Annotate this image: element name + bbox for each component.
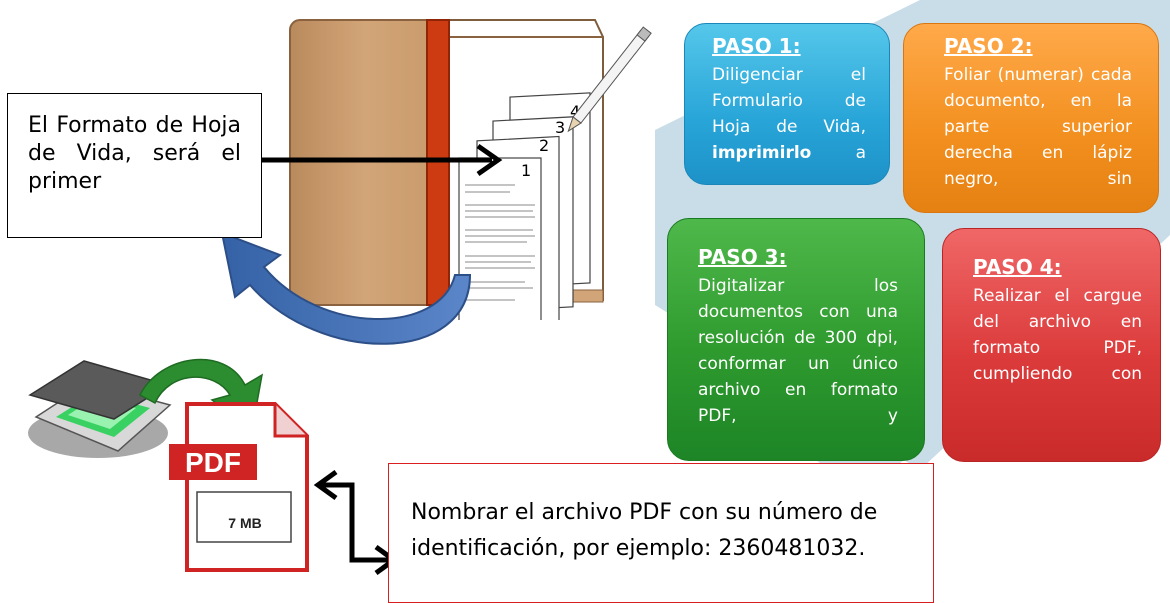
step-2-tile: PASO 2: Foliar (numerar) cada documento,… (903, 23, 1159, 213)
page-number-2: 2 (539, 136, 549, 155)
step-1-title: PASO 1: (712, 34, 801, 58)
step-3-title: PASO 3: (698, 245, 787, 269)
scanner-icon (28, 360, 172, 458)
step-3-body: Digitalizar los documentos con una resol… (698, 276, 898, 426)
format-callout-box: El Formato de Hoja de Vida, será el prim… (7, 93, 262, 238)
page-number-3: 3 (555, 118, 565, 137)
step-4-tile: PASO 4: Realizar el cargue del archivo e… (942, 228, 1161, 462)
filename-instruction-line-2: identificación, por ejemplo: 2360481032. (411, 536, 866, 561)
pdf-label: PDF (185, 447, 241, 478)
step-4-title: PASO 4: (973, 255, 1062, 279)
page-number-1: 1 (521, 161, 531, 180)
filename-instruction-box: Nombrar el archivo PDF con su número de … (388, 463, 934, 603)
step-1-tile: PASO 1: Diligenciar el Formulario de Hoj… (684, 23, 890, 185)
step-1-body: Diligenciar el Formulario de Hoja de Vid… (712, 65, 866, 163)
step-2-title: PASO 2: (944, 34, 1033, 58)
arrow-to-page (262, 143, 503, 177)
format-callout-text: El Formato de Hoja de Vida, será el prim… (28, 113, 241, 194)
step-3-tile: PASO 3: Digitalizar los documentos con u… (667, 218, 925, 461)
document-pages: 4 3 2 1 (458, 26, 652, 320)
step-2-body: Foliar (numerar) cada documento, en la p… (944, 65, 1132, 189)
pdf-file-icon: PDF (169, 402, 309, 572)
filename-instruction-line-1: Nombrar el archivo PDF con su número de (411, 500, 878, 525)
pdf-size-label: 7 MB (228, 515, 262, 531)
curved-return-arrow (220, 231, 472, 345)
step-4-body: Realizar el cargue del archivo en format… (973, 286, 1142, 384)
page-number-4: 4 (570, 102, 580, 121)
